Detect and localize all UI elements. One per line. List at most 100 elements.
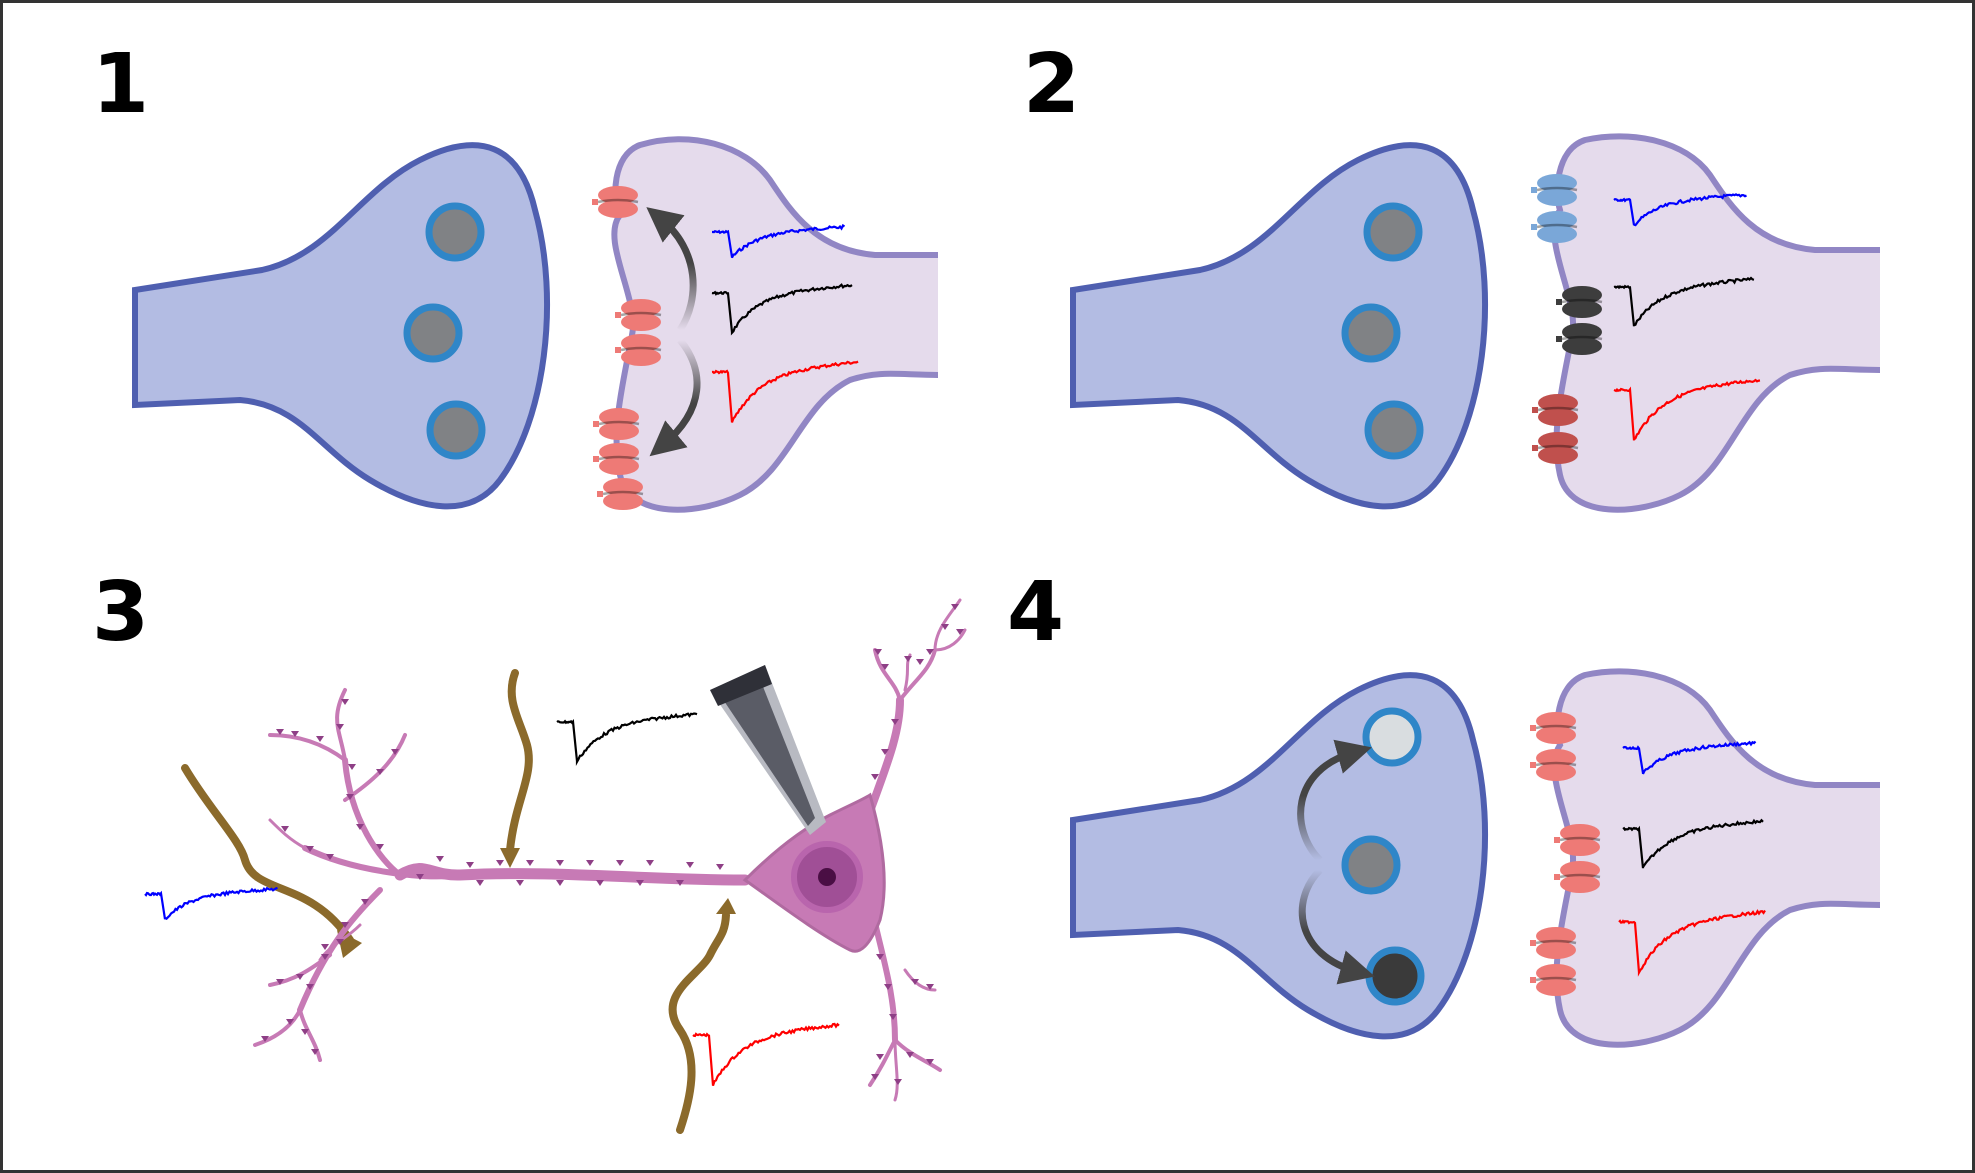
dendritic-spine: [676, 880, 684, 886]
dendritic-spine: [296, 974, 304, 980]
release-arrow-down: [1298, 867, 1375, 985]
panel-2: 2: [1023, 37, 1881, 513]
synaptic-vesicle-light: [1362, 707, 1422, 767]
panel-number-4: 4: [1007, 565, 1064, 660]
dendritic-spine: [556, 860, 564, 866]
dendritic-spine: [336, 724, 344, 730]
dendritic-spine: [586, 860, 594, 866]
dendritic-spine: [436, 856, 444, 862]
dendritic-spine: [951, 604, 959, 610]
dendritic-spine: [311, 1049, 319, 1055]
dendritic-spine: [516, 880, 524, 886]
epsc-trace-blue: [1613, 193, 1747, 227]
dendritic-spine: [496, 860, 504, 866]
dendritic-spine: [646, 860, 654, 866]
axon-terminal: [500, 848, 520, 868]
synaptic-vesicle: [425, 202, 485, 262]
synaptic-vesicle: [1364, 400, 1424, 460]
dendritic-spine: [376, 769, 384, 775]
axon-3: [668, 911, 730, 1134]
synaptic-vesicle: [1341, 303, 1401, 363]
panel-4: 4: [1007, 565, 1881, 1048]
dendritic-spine: [276, 729, 284, 735]
dendritic-spine: [636, 880, 644, 886]
panel-1: 1: [92, 37, 939, 513]
epsc-trace-blue: [144, 886, 278, 920]
dendritic-spines: [261, 604, 964, 1085]
dendritic-spine: [356, 824, 364, 830]
dendritic-spine: [286, 1019, 294, 1025]
dendritic-spine: [906, 1052, 914, 1058]
dendritic-spine: [326, 854, 334, 860]
dendritic-spine: [301, 1029, 309, 1035]
neuron-dendrites: [253, 598, 967, 1102]
dendritic-spine: [556, 880, 564, 886]
dendritic-spine: [874, 649, 882, 655]
dendritic-spine: [276, 979, 284, 985]
dendritic-spine: [616, 860, 624, 866]
dendritic-spine: [891, 719, 899, 725]
dendritic-spine: [926, 1059, 934, 1065]
dendritic-spine: [391, 749, 399, 755]
dendritic-spine: [348, 764, 356, 770]
dendritic-spine: [911, 979, 919, 985]
dendritic-spine: [941, 624, 949, 630]
dendritic-spine: [916, 659, 924, 665]
epsc-trace-red: [1613, 378, 1761, 441]
epsc-trace-red: [692, 1022, 840, 1087]
synaptic-vesicle-dark: [1365, 946, 1425, 1006]
redistribution-arrow-up: [646, 207, 697, 332]
dendritic-spine: [686, 862, 694, 868]
dendritic-spine: [306, 984, 314, 990]
epsc-trace-black: [1622, 818, 1764, 869]
dendritic-spine: [871, 774, 879, 780]
epsc-trace-black: [711, 283, 853, 336]
dendritic-spine: [341, 922, 349, 928]
panel-number-2: 2: [1023, 37, 1080, 132]
dendritic-spine: [341, 699, 349, 705]
dendritic-spine: [361, 899, 369, 905]
presynaptic-terminal: [1070, 672, 1489, 1040]
dendritic-spine: [321, 944, 329, 950]
dendritic-spine: [336, 939, 344, 945]
dendritic-spine: [476, 880, 484, 886]
dendritic-spine: [346, 794, 354, 800]
dendritic-spine: [526, 860, 534, 866]
dendritic-spine: [876, 1054, 884, 1060]
dendritic-spine: [291, 731, 299, 737]
recording-pipette: [710, 665, 826, 835]
epsc-trace-blue: [1622, 740, 1757, 775]
dendritic-spine: [889, 1014, 897, 1020]
dendritic-spine: [881, 749, 889, 755]
panel-number-3: 3: [92, 565, 149, 660]
axon-1: [181, 764, 354, 944]
synaptic-vesicle: [403, 303, 463, 363]
dendritic-spine: [596, 880, 604, 886]
panel-number-1: 1: [92, 37, 149, 132]
epsc-trace-red: [1618, 909, 1766, 977]
panel-3: 3: [92, 565, 967, 1134]
dendritic-spine: [904, 656, 912, 662]
dendritic-spine: [716, 864, 724, 870]
dendritic-spine: [876, 954, 884, 960]
neuron-nucleolus: [818, 868, 836, 886]
dendritic-spine: [871, 1074, 879, 1080]
dendritic-spine: [321, 954, 329, 960]
dendritic-spine: [376, 844, 384, 850]
dendritic-spine: [926, 984, 934, 990]
dendritic-spine: [926, 649, 934, 655]
release-arrow-up: [1297, 739, 1372, 863]
dendritic-spine: [956, 629, 964, 635]
dendritic-spine: [261, 1036, 269, 1042]
dendritic-spine: [466, 862, 474, 868]
dendritic-spine: [281, 826, 289, 832]
dendritic-spine: [306, 846, 314, 852]
dendritic-spine: [894, 1079, 902, 1085]
epsc-trace-black: [556, 712, 698, 767]
axon-2: [506, 669, 533, 854]
epsc-trace-blue: [712, 223, 846, 259]
dendritic-spine: [881, 664, 889, 670]
epsc-trace-black: [1613, 276, 1755, 327]
redistribution-arrow-down: [649, 337, 701, 457]
